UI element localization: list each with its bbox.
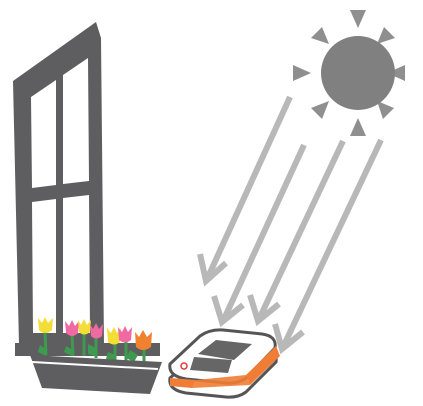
flower-box-icon (30, 355, 162, 394)
tulip-icon (135, 330, 152, 350)
sun-disc (321, 36, 395, 110)
device-power-button (181, 363, 187, 369)
window-icon (13, 22, 160, 356)
solar-charger-device-icon (170, 330, 280, 397)
tulip-icon (118, 326, 132, 343)
sun-icon (293, 10, 405, 136)
sun-ray-arrow-icon (200, 97, 290, 281)
